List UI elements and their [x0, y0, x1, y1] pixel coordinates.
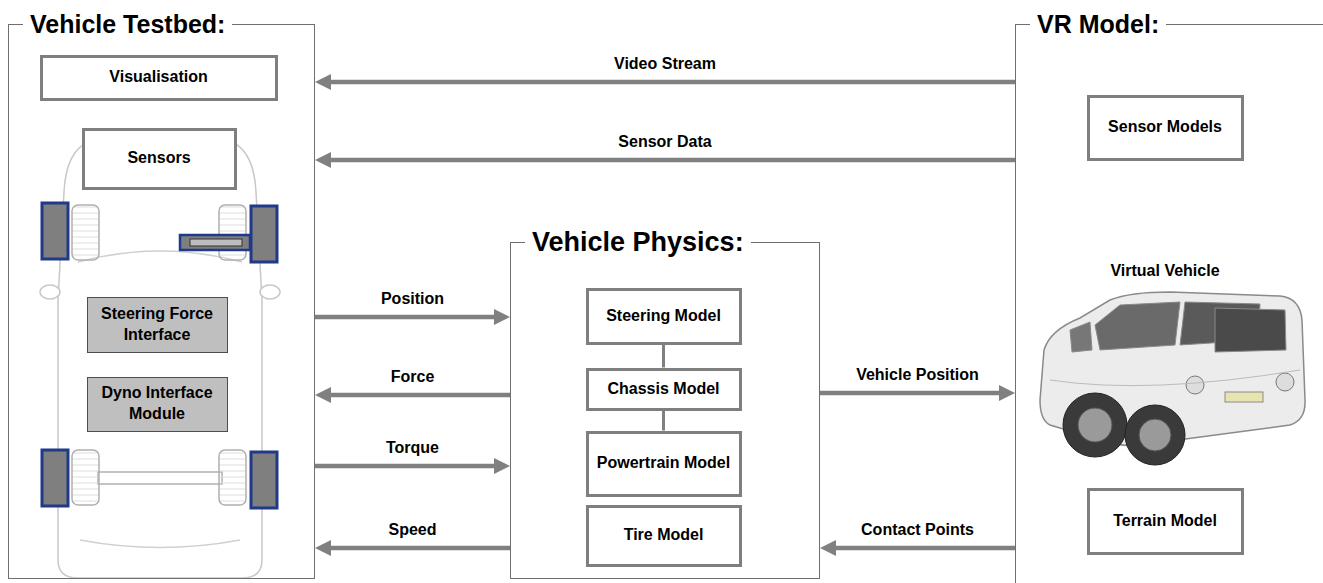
box-label: Dyno Interface Module: [94, 383, 221, 425]
arrow-connector: [662, 411, 665, 431]
process-box: Steering Model: [586, 288, 742, 345]
box-label: Visualisation: [109, 67, 207, 88]
virtual-vehicle-illustration: [1040, 292, 1305, 465]
interface-box: Steering Force Interface: [87, 297, 228, 353]
box-label: Steering Model: [606, 306, 721, 327]
panel-heading: Vehicle Physics:: [525, 226, 751, 258]
box-label: Sensors: [127, 148, 190, 169]
box-label: Sensor Models: [1108, 117, 1222, 138]
group-panel: Vehicle Physics:Steering ModelChassis Mo…: [510, 242, 820, 579]
process-box: Visualisation: [40, 55, 278, 101]
arrow-connector: [315, 315, 494, 320]
process-box: Tire Model: [586, 505, 742, 567]
panel-heading: VR Model:: [1030, 8, 1166, 40]
process-box: Terrain Model: [1087, 488, 1244, 555]
signal-label: Vehicle Position: [853, 366, 982, 384]
process-box: Powertrain Model: [586, 431, 742, 497]
box-label: Powertrain Model: [597, 453, 730, 474]
signal-label: Position: [378, 290, 447, 308]
signal-label: Sensor Data: [615, 133, 714, 151]
process-box: Sensor Models: [1087, 95, 1244, 161]
arrow-connector: [331, 158, 1015, 163]
arrow-connector: [331, 546, 510, 551]
arrow-connector: [836, 546, 1015, 551]
illustration-label: Virtual Vehicle: [1110, 262, 1219, 280]
arrow-connector: [820, 391, 999, 396]
process-box: Sensors: [82, 128, 237, 190]
box-label: Steering Force Interface: [94, 304, 221, 346]
signal-label: Contact Points: [858, 521, 977, 539]
panel-heading: Vehicle Testbed:: [23, 8, 232, 40]
group-panel: VR Model:Sensor ModelsTerrain Model: [1015, 24, 1323, 583]
box-label: Tire Model: [624, 525, 704, 546]
arrow-connector: [315, 464, 494, 469]
signal-label: Torque: [383, 439, 442, 457]
arrow-connector: [331, 393, 510, 398]
signal-label: Force: [388, 368, 438, 386]
group-panel: Vehicle Testbed:VisualisationSensorsStee…: [8, 24, 315, 579]
testbed-car: [40, 135, 280, 578]
interface-box: Dyno Interface Module: [87, 377, 228, 432]
process-box: Chassis Model: [586, 368, 742, 411]
arrow-connector: [331, 80, 1015, 85]
signal-label: Video Stream: [611, 55, 719, 73]
box-label: Chassis Model: [607, 379, 719, 400]
box-label: Terrain Model: [1113, 511, 1217, 532]
arrow-connector: [662, 345, 665, 368]
signal-label: Speed: [385, 521, 439, 539]
